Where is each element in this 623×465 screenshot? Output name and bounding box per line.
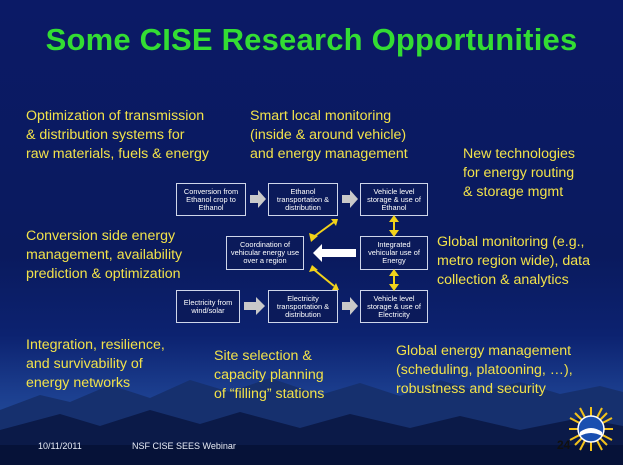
text-new-technologies: New technologies for energy routing & st… (463, 146, 575, 200)
box-vehicle-storage-electricity: Vehicle level storage & use of Electrici… (360, 290, 428, 323)
text-global-energy: Global energy management (scheduling, pl… (396, 343, 573, 397)
box-ethanol-transport: Ethanol transportation & distribution (268, 183, 338, 216)
box-conversion-ethanol: Conversion from Ethanol crop to Ethanol (176, 183, 246, 216)
box-electricity-transport: Electricity transportation & distributio… (268, 290, 338, 323)
nsf-logo-icon (569, 407, 613, 451)
text-global-monitoring: Global monitoring (e.g., metro region wi… (437, 234, 590, 288)
text-site-selection: Site selection & capacity planning of “f… (214, 348, 325, 402)
box-coordination: Coordination of vehicular energy use ove… (226, 236, 304, 270)
text-integration: Integration, resilience, and survivabili… (26, 337, 165, 391)
box-electricity-wind-solar: Electricity from wind/solar (176, 290, 240, 323)
text-conversion-side: Conversion side energy management, avail… (26, 228, 183, 282)
footer-title: NSF CISE SEES Webinar (132, 441, 236, 451)
footer-date: 10/11/2011 (38, 441, 82, 451)
text-smart-monitoring: Smart local monitoring (inside & around … (250, 108, 408, 162)
text-optimization: Optimization of transmission & distribut… (26, 108, 209, 162)
box-integrated-use: Integrated vehicular use of Energy (360, 236, 428, 270)
slide-title: Some CISE Research Opportunities (45, 22, 578, 57)
page-number: 24 (557, 438, 571, 452)
